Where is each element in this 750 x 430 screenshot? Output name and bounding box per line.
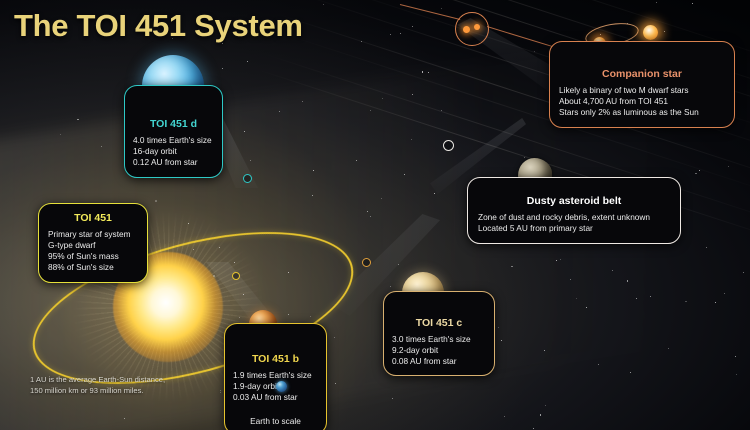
orbit-marker-asteroid-belt <box>443 140 454 151</box>
callout-companion-line-3: Stars only 2% as luminous as the Sun <box>559 107 699 118</box>
callout-asteroid-belt[interactable]: Dusty asteroid belt Zone of dust and roc… <box>467 177 681 245</box>
callout-companion-line-1: Likely a binary of two M dwarf stars <box>559 85 689 95</box>
footnote-line-2: 150 million km or 93 million miles. <box>30 386 144 395</box>
callout-star-line-3: 95% of Sun's mass <box>48 251 119 262</box>
callout-planet-c-title: TOI 451 c <box>415 317 463 329</box>
callout-planet-c-line-3: 0.08 AU from star <box>392 356 457 367</box>
callout-planet-c-line-1: 3.0 times Earth's size <box>392 334 471 344</box>
callout-planet-b-line-2: 1.9-day orbit <box>233 381 280 392</box>
callout-asteroid-belt-line-1: Zone of dust and rocky debris, extent un… <box>478 212 651 222</box>
callout-asteroid-belt-line-2: Located 5 AU from primary star <box>478 223 593 234</box>
callout-planet-c[interactable]: TOI 451 c 3.0 times Earth's size 9.2-day… <box>383 291 495 377</box>
callout-companion-line-2: About 4,700 AU from TOI 451 <box>559 96 669 107</box>
orbit-marker-planet-d <box>243 174 252 183</box>
callout-planet-d-title: TOI 451 d <box>149 118 198 130</box>
callout-star-title: TOI 451 <box>74 212 112 224</box>
callout-planet-c-line-2: 9.2-day orbit <box>392 345 439 356</box>
earth-scale-label: Earth to scale <box>250 416 301 427</box>
callout-star-line-4: 88% of Sun's size <box>48 262 114 273</box>
footnote: 1 AU is the average Earth-Sun distance, … <box>30 374 165 396</box>
callout-companion-star[interactable]: Companion star Likely a binary of two M … <box>549 41 735 129</box>
callout-planet-d[interactable]: TOI 451 d 4.0 times Earth's size 16-day … <box>124 85 223 179</box>
footnote-line-1: 1 AU is the average Earth-Sun distance, <box>30 375 166 384</box>
callout-planet-b-line-1: 1.9 times Earth's size <box>233 370 312 380</box>
companion-star-marker <box>455 12 489 46</box>
callout-asteroid-belt-title: Dusty asteroid belt <box>526 195 622 207</box>
callout-planet-b-title: TOI 451 b <box>251 353 300 365</box>
orbit-marker-planet-b <box>232 272 240 280</box>
page-title: The TOI 451 System <box>14 8 303 43</box>
callout-planet-b[interactable]: TOI 451 b 1.9 times Earth's size 1.9-day… <box>224 323 327 430</box>
callout-planet-d-line-3: 0.12 AU from star <box>133 157 198 168</box>
callout-planet-d-line-1: 4.0 times Earth's size <box>133 135 212 145</box>
callout-planet-d-line-2: 16-day orbit <box>133 146 177 157</box>
callout-companion-title: Companion star <box>602 68 682 80</box>
callout-star-toi-451[interactable]: TOI 451 Primary star of system G-type dw… <box>38 203 148 284</box>
callout-star-line-1: Primary star of system <box>48 229 131 239</box>
earth-to-scale-icon <box>276 381 287 392</box>
callout-star-line-2: G-type dwarf <box>48 240 96 251</box>
binary-star-b <box>643 25 658 40</box>
orbit-marker-planet-c <box>362 258 371 267</box>
callout-planet-b-line-3: 0.03 AU from star <box>233 392 298 403</box>
